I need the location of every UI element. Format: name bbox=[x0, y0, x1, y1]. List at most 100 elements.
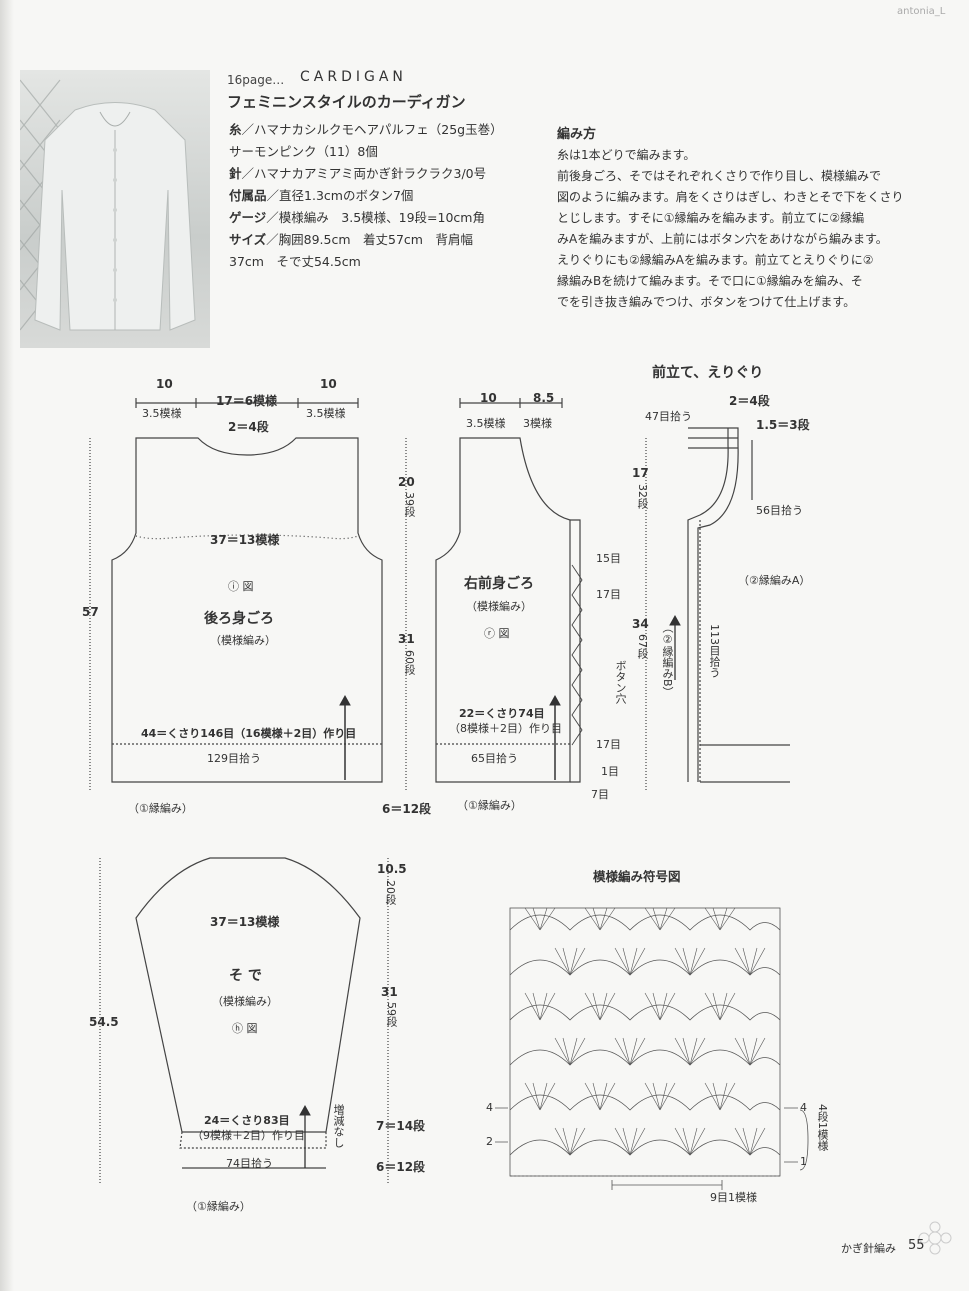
front-piece-name: 右前身ごろ bbox=[464, 576, 534, 592]
front-chain-detail: （8模様＋2目）作り目 bbox=[449, 722, 562, 735]
back-pattern: （模様編み） bbox=[210, 634, 276, 647]
instruction-line: みAを編みますが、上前にはボタン穴をあけながら編みます。 bbox=[557, 232, 888, 246]
back-neck-depth: 2＝4段 bbox=[228, 420, 269, 434]
spec-line: 37cm そで丈54.5cm bbox=[229, 254, 361, 269]
instruction-line: 前後身ごろ、そではそれぞれくさりで作り目し、模様編みで bbox=[557, 169, 882, 183]
front-dim-top-left: 10 bbox=[480, 391, 497, 405]
sleeve-chain-detail: （9模様＋2目）作り目 bbox=[192, 1129, 305, 1142]
front-dim-top-right-sub: 3模様 bbox=[523, 417, 552, 430]
back-pickup: 129目拾う bbox=[207, 752, 261, 765]
materials-list: 糸／ハマナカシルクモヘアパルフェ（25g玉巻） サーモンピンク（11）8個 針／… bbox=[229, 119, 549, 273]
side-lower-cm: 31 bbox=[398, 632, 415, 646]
chart-row-4-right: 4 bbox=[800, 1101, 807, 1114]
spec-line: 糸／ハマナカシルクモヘアパルフェ（25g玉巻） bbox=[229, 122, 503, 137]
band-pickup-56: 56目拾う bbox=[756, 504, 803, 517]
band-dim-34-rows: 67段 bbox=[636, 634, 649, 659]
spec-line: サイズ／胸囲89.5cm 着丈57cm 背肩幅 bbox=[229, 232, 473, 247]
photo-illustration bbox=[20, 79, 196, 331]
instruction-line: 縁編みBを続けて編みます。そで口に①縁編みを編み、そ bbox=[557, 274, 863, 288]
spec-line: 針／ハマナカアミアミ両かぎ針ラクラク3/0号 bbox=[229, 166, 487, 181]
back-dim-top-mid: 17＝6模様 bbox=[216, 394, 278, 408]
back-height: 57 bbox=[82, 605, 99, 619]
back-edge: （①縁編み） bbox=[128, 802, 193, 815]
side-lower-rows: 60段 bbox=[403, 650, 416, 675]
band-pickup-47: 47目拾う bbox=[645, 410, 692, 423]
front-rows-17b: 17目 bbox=[596, 738, 621, 751]
stitch-chart bbox=[495, 907, 809, 1190]
page-reference: 16page… bbox=[227, 73, 285, 87]
flower-ornament bbox=[918, 1221, 952, 1255]
stitch-chart-title: 模様編み符号図 bbox=[593, 869, 681, 884]
instructions-title: 編み方 bbox=[557, 127, 597, 142]
front-dim-top-right: 8.5 bbox=[533, 391, 555, 405]
back-piece-name: 後ろ身ごろ bbox=[204, 611, 274, 627]
instruction-line: でを引き抜き編みでつけ、ボタンをつけて仕上げます。 bbox=[557, 295, 856, 309]
band-rows-2: 2＝4段 bbox=[729, 394, 770, 408]
sleeve-height: 54.5 bbox=[89, 1015, 119, 1029]
band-edge-b: （②縁編みB） bbox=[661, 622, 674, 698]
instructions: 編み方 糸は1本どりで編みます。 前後身ごろ、そではそれぞれくさりで作り目し、模… bbox=[557, 124, 937, 313]
sleeve-dim-31-rows: 59段 bbox=[385, 1002, 398, 1027]
side-edge: 6＝12段 bbox=[382, 802, 432, 816]
sleeve-pickup: 74目拾う bbox=[226, 1157, 273, 1170]
instruction-line: 図のように編みます。肩をくさりはぎし、わきとそで下をくさり bbox=[557, 190, 904, 204]
chart-repeat-stitches: 9目1模様 bbox=[710, 1191, 757, 1204]
side-upper-cm: 20 bbox=[398, 475, 415, 489]
watermark: antonia_L bbox=[897, 6, 946, 17]
chart-row-1-right: 1 bbox=[800, 1155, 807, 1168]
sleeve-dim-105: 10.5 bbox=[377, 862, 407, 876]
sleeve-dim-31: 31 bbox=[381, 985, 398, 999]
chart-row-4-left: 4 bbox=[486, 1101, 493, 1114]
sleeve-dim-7: 7＝14段 bbox=[376, 1119, 426, 1133]
band-pickup-113: 113目拾う bbox=[708, 624, 721, 678]
sleeve-chain: 24＝くさり83目 bbox=[204, 1114, 290, 1127]
band-title: 前立て、えりぐり bbox=[652, 365, 764, 381]
back-chain: 44＝くさり146目（16模様＋2目）作り目 bbox=[141, 727, 357, 740]
front-dim-top-left-sub: 3.5模様 bbox=[466, 417, 506, 430]
chart-repeat-rows: 4段1模様 bbox=[816, 1104, 829, 1151]
sleeve-edge: （①縁編み） bbox=[186, 1200, 251, 1213]
back-dim-top-left: 10 bbox=[156, 377, 173, 391]
pattern-title: CARDIGAN bbox=[300, 69, 407, 85]
sleeve-dim-105-rows: 20段 bbox=[384, 880, 397, 905]
spec-line: サーモンピンク（11）8個 bbox=[229, 144, 378, 159]
back-dim-top-right-sub: 3.5模様 bbox=[306, 407, 346, 420]
chart-row-2-left: 2 bbox=[486, 1135, 493, 1148]
front-edge: （①縁編み） bbox=[457, 799, 522, 812]
front-chain: 22＝くさり74目 bbox=[459, 707, 545, 720]
pattern-subtitle: フェミニンスタイルのカーディガン bbox=[227, 93, 466, 111]
front-buttonhole: ボタン穴 bbox=[614, 660, 627, 704]
band-edge-a: （②縁編みA） bbox=[738, 574, 811, 587]
footer-book: かぎ針編み bbox=[841, 1242, 896, 1255]
sleeve-width: 37＝13模様 bbox=[210, 915, 280, 929]
front-rows-17a: 17目 bbox=[596, 588, 621, 601]
back-dim-top-right: 10 bbox=[320, 377, 337, 391]
front-pattern: （模様編み） bbox=[466, 600, 532, 613]
page-gutter bbox=[0, 0, 14, 1291]
sleeve-pattern: （模様編み） bbox=[212, 995, 278, 1008]
band-dim-17-rows: 32段 bbox=[636, 484, 649, 509]
instruction-line: えりぐりにも②縁編みAを編みます。前立てとえりぐりに② bbox=[557, 253, 874, 267]
sleeve-dim-6: 6＝12段 bbox=[376, 1160, 426, 1174]
page-number: 55 bbox=[908, 1238, 925, 1253]
back-figure-ref: ⓘ 図 bbox=[228, 580, 254, 593]
side-upper-rows: 39段 bbox=[403, 492, 416, 517]
band-dim-17: 17 bbox=[632, 466, 649, 480]
back-dim-top-left-sub: 3.5模様 bbox=[142, 407, 182, 420]
front-rows-1: 1目 bbox=[601, 765, 619, 778]
sleeve-name: そ で bbox=[229, 968, 262, 984]
instruction-line: 糸は1本どりで編みます。 bbox=[557, 148, 696, 162]
spec-line: ゲージ／模様編み 3.5模様、19段=10cm角 bbox=[229, 210, 485, 225]
front-figure-ref: ⓡ 図 bbox=[484, 627, 510, 640]
front-rows-7: 7目 bbox=[591, 788, 609, 801]
cardigan-photo bbox=[20, 70, 210, 348]
sleeve-figure-ref: ⓗ 図 bbox=[232, 1022, 258, 1035]
spec-line: 付属品／直径1.3cmのボタン7個 bbox=[229, 188, 414, 203]
band-rows-15: 1.5＝3段 bbox=[756, 418, 810, 432]
front-pickup: 65目拾う bbox=[471, 752, 518, 765]
instruction-line: とじします。すそに①縁編みを編みます。前立てに②縁編 bbox=[557, 211, 865, 225]
band-dim-34: 34 bbox=[632, 617, 649, 631]
back-width: 37＝13模様 bbox=[210, 533, 280, 547]
sleeve-no-increase: 増減なし bbox=[332, 1104, 345, 1148]
